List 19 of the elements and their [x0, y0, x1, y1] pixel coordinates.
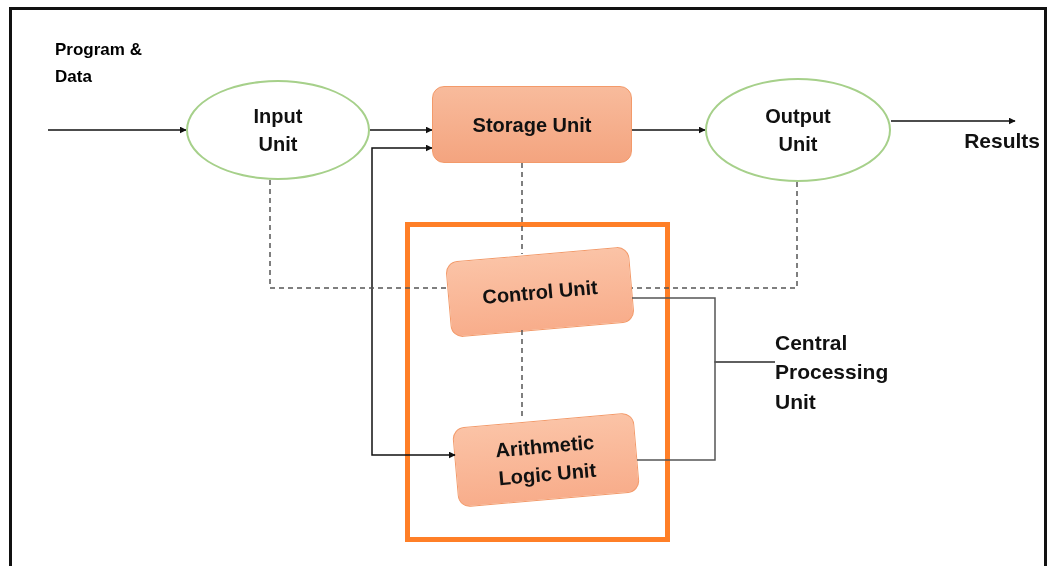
node-label: Control Unit: [481, 275, 599, 310]
arrow: [890, 117, 1016, 125]
node-label: Storage Unit: [472, 112, 592, 138]
dashed-connector: [631, 181, 798, 289]
dashed-connector: [269, 179, 449, 289]
node-label: Arithmetic Logic Unit: [493, 429, 598, 492]
arrow: [369, 126, 433, 134]
arrow: [47, 126, 187, 134]
arrow: [631, 126, 706, 134]
node-label: Input Unit: [252, 104, 304, 157]
node-label: Output Unit: [764, 104, 832, 157]
box-frame: [405, 222, 670, 542]
cpu-text: Central Processing Unit: [775, 329, 890, 415]
bracket-line: [636, 361, 776, 461]
process-box: [432, 86, 632, 163]
output-text: Results: [964, 128, 1040, 155]
arrow: [371, 144, 456, 459]
dashed-connector: [521, 162, 523, 255]
input-caption: Program & Data: [55, 39, 143, 89]
